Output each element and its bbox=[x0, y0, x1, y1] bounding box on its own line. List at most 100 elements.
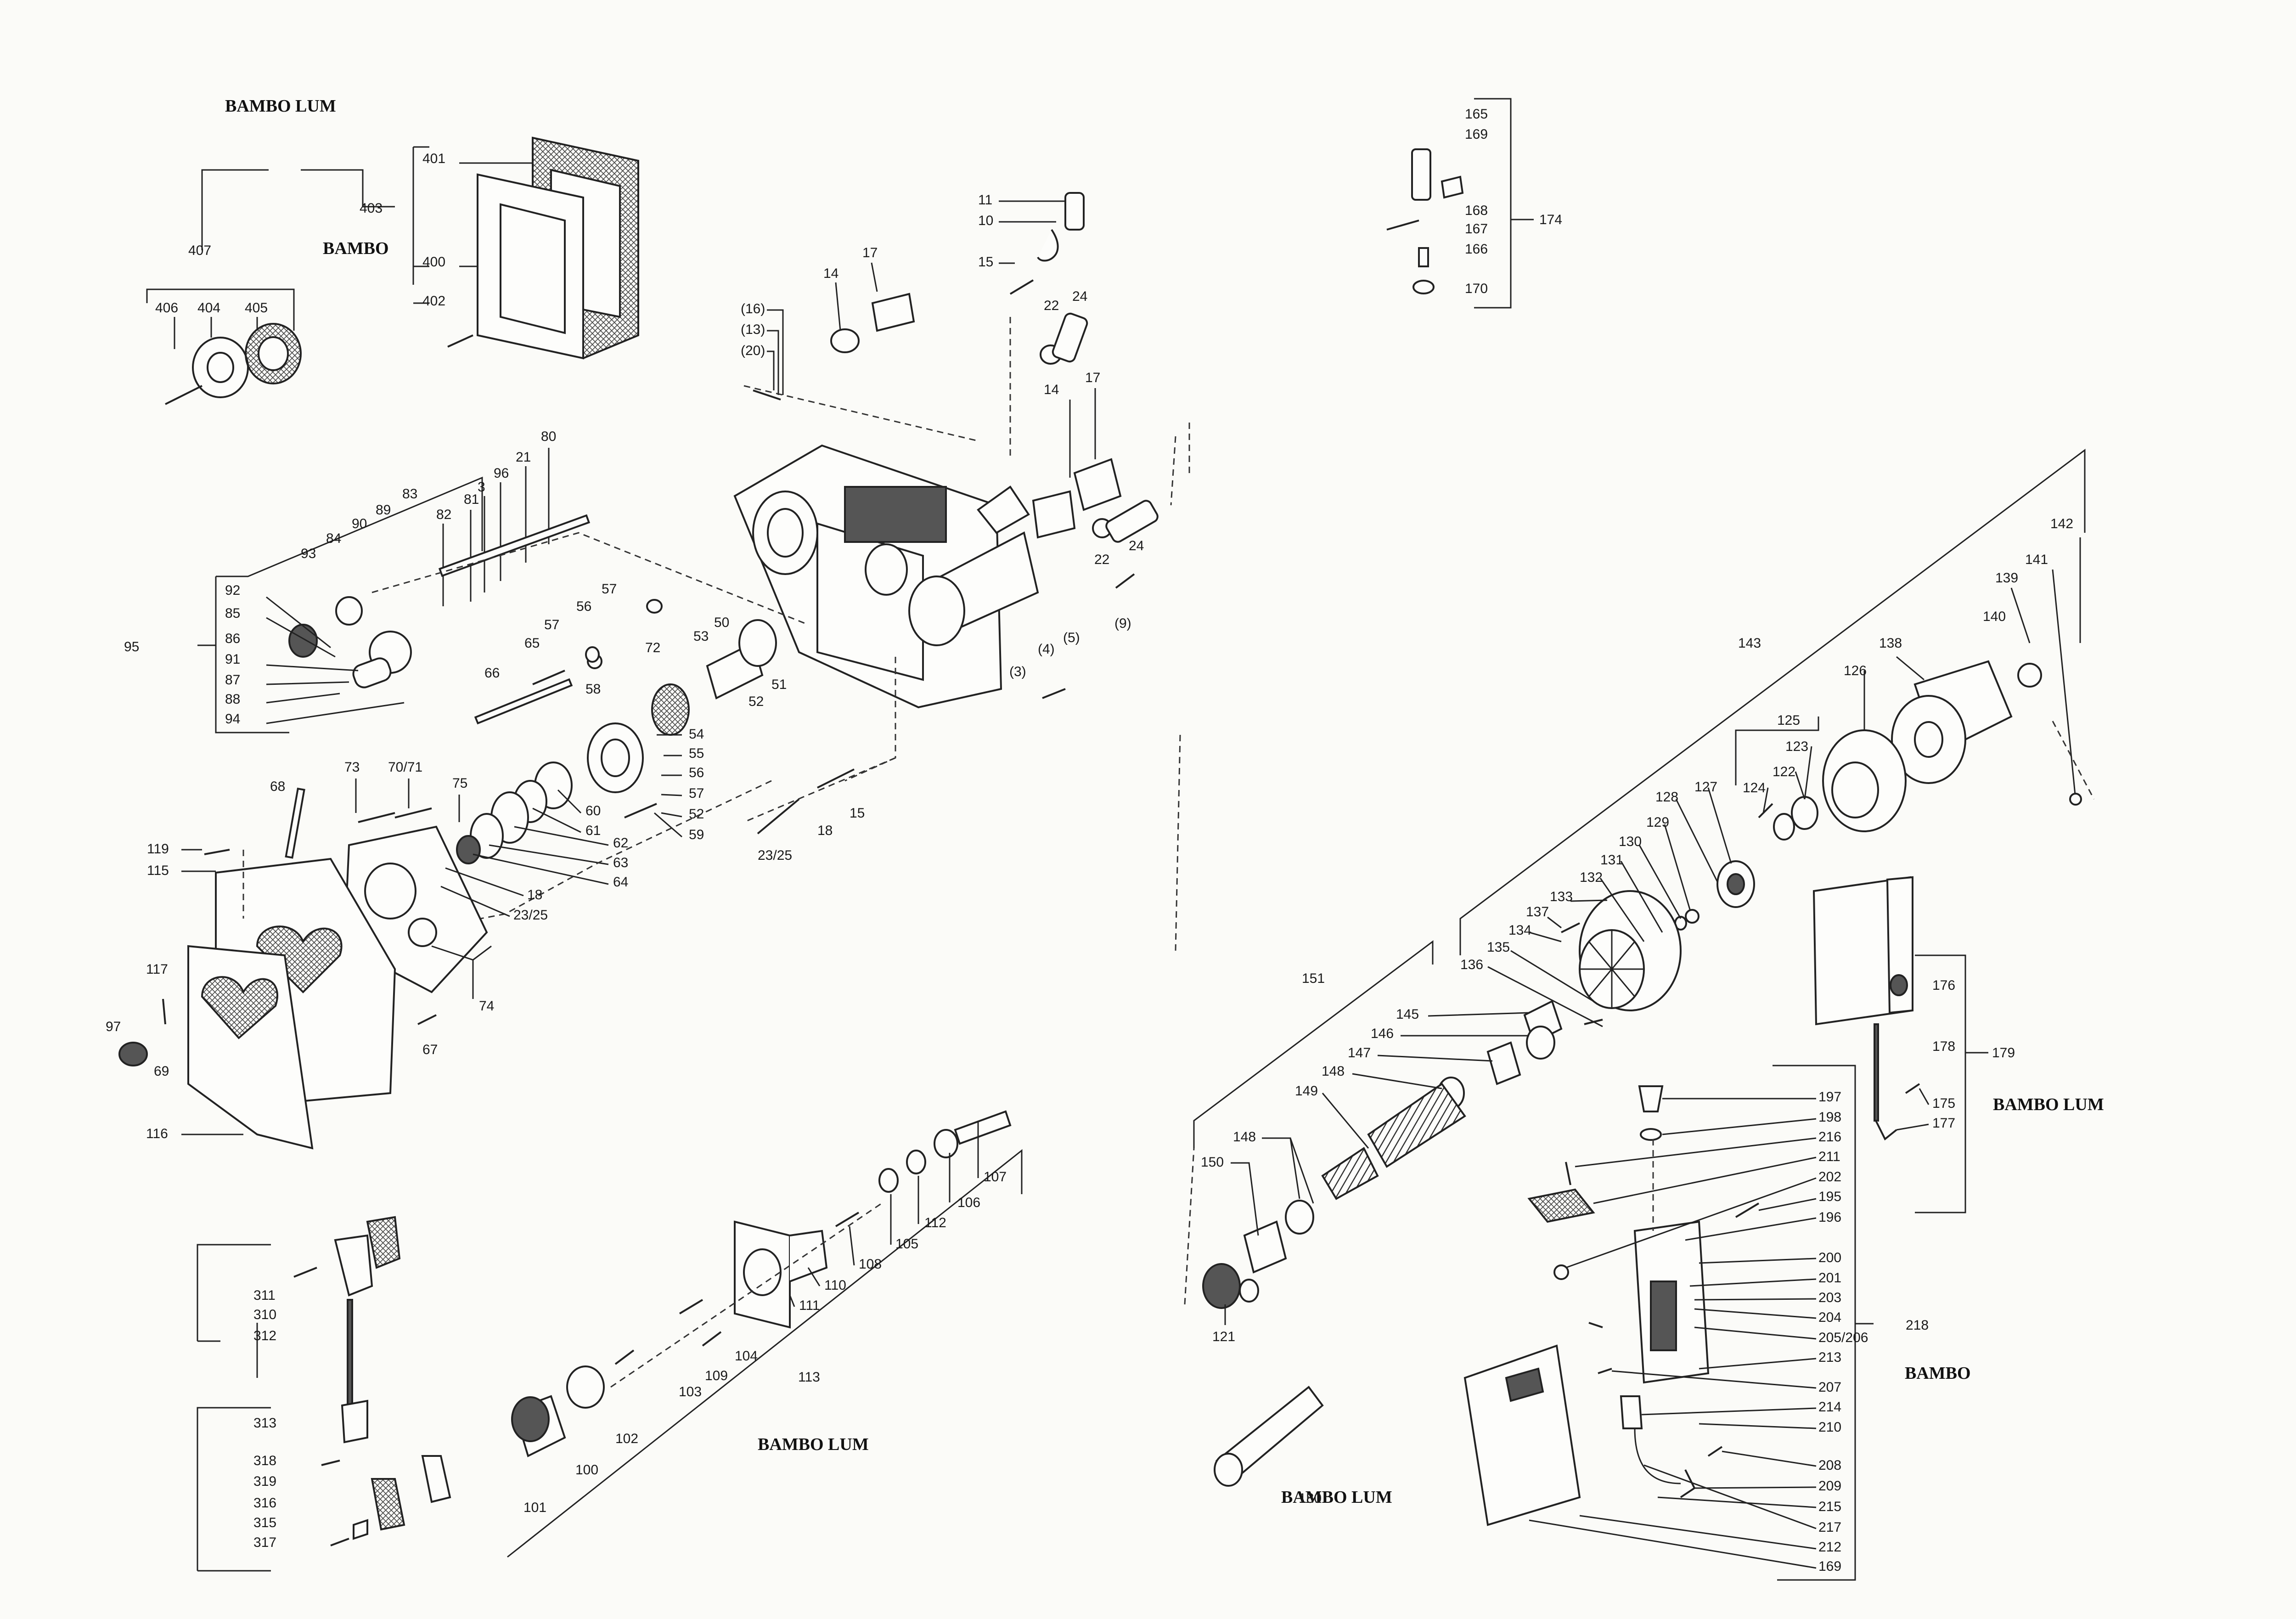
plate-310 bbox=[334, 1234, 373, 1297]
label-112: 112 bbox=[924, 1215, 946, 1230]
nut-200 bbox=[1553, 1264, 1569, 1280]
label-313: 313 bbox=[253, 1416, 276, 1431]
label-402: 402 bbox=[422, 293, 445, 309]
clip-315 bbox=[353, 1519, 368, 1540]
pipe-24b bbox=[1105, 500, 1159, 543]
piston-91 bbox=[352, 657, 392, 688]
screw-109 bbox=[702, 1331, 722, 1347]
label-116: 116 bbox=[146, 1126, 168, 1141]
label-21: 21 bbox=[516, 450, 531, 465]
seal-86 bbox=[288, 624, 318, 658]
label-311: 311 bbox=[253, 1288, 276, 1303]
label-197: 197 bbox=[1818, 1089, 1841, 1105]
label-11: 11 bbox=[978, 192, 992, 208]
label-67: 67 bbox=[422, 1042, 438, 1057]
spring-84 bbox=[335, 596, 363, 626]
label-212: 212 bbox=[1818, 1540, 1841, 1555]
label-7071: 70/71 bbox=[388, 760, 422, 775]
label-51: 51 bbox=[771, 677, 787, 692]
label-148a: 148 bbox=[1322, 1064, 1345, 1079]
label-63: 63 bbox=[613, 855, 628, 870]
group-95-cylinder: 95 92 85 86 91 87 88 94 93 84 90 89 83 8… bbox=[124, 429, 591, 733]
pipe-24a bbox=[1052, 312, 1088, 363]
label-106: 106 bbox=[957, 1195, 980, 1210]
label-81: 81 bbox=[464, 492, 479, 507]
motor-138-shaft bbox=[1914, 721, 1943, 758]
label-2325a: 23/25 bbox=[758, 848, 792, 863]
label-214: 214 bbox=[1818, 1399, 1841, 1415]
hose-10 bbox=[1037, 229, 1059, 262]
blast-tube-opening bbox=[908, 575, 965, 646]
label-404: 404 bbox=[197, 300, 220, 316]
fan-127-hub bbox=[1727, 873, 1745, 895]
inlet-fittings: (16) (13) (20) 14 17 11 10 15 22 24 14 1… bbox=[741, 192, 1190, 782]
nozzle-101-face bbox=[511, 1396, 550, 1442]
head-121-ring bbox=[1239, 1279, 1259, 1303]
electrode-rod bbox=[347, 1299, 353, 1420]
label-54: 54 bbox=[689, 727, 704, 742]
label-58: 58 bbox=[585, 682, 601, 697]
label-140: 140 bbox=[1983, 609, 2006, 624]
label-315: 315 bbox=[253, 1515, 276, 1530]
label-85: 85 bbox=[225, 606, 240, 621]
label-57c: 57 bbox=[689, 786, 704, 801]
label-53: 53 bbox=[693, 629, 709, 644]
label-165: 165 bbox=[1465, 107, 1488, 122]
label-82: 82 bbox=[436, 507, 451, 522]
label-14b: 14 bbox=[1044, 382, 1059, 397]
label-14a: 14 bbox=[823, 266, 838, 281]
screw-167 bbox=[1386, 220, 1419, 231]
screw-59 bbox=[624, 803, 657, 818]
group-electrode: 311 310 312 313 318 319 316 315 317 bbox=[197, 1216, 451, 1572]
label-96: 96 bbox=[494, 466, 509, 481]
cover-115-window bbox=[256, 925, 343, 993]
label-403: 403 bbox=[360, 201, 383, 216]
ring-64 bbox=[456, 835, 481, 864]
label-143: 143 bbox=[1738, 636, 1761, 651]
label-176: 176 bbox=[1932, 978, 1955, 993]
washer-198 bbox=[1640, 1128, 1662, 1141]
label-94: 94 bbox=[225, 711, 240, 727]
fitting-165 bbox=[1411, 148, 1431, 201]
label-24b: 24 bbox=[1129, 538, 1144, 553]
label-17a: 17 bbox=[862, 245, 878, 260]
label-150: 150 bbox=[1201, 1155, 1224, 1170]
label-59: 59 bbox=[689, 827, 704, 842]
nipple-166 bbox=[1418, 247, 1429, 267]
label-95: 95 bbox=[124, 639, 139, 654]
label-134: 134 bbox=[1508, 923, 1531, 938]
plate-screw bbox=[447, 334, 473, 348]
connector-140 bbox=[2069, 793, 2082, 806]
rod-178 bbox=[1874, 1023, 1879, 1122]
screw-102 bbox=[614, 1349, 635, 1365]
heading-control-box-group: BAMBO bbox=[1905, 1364, 1971, 1383]
clamp-313 bbox=[341, 1399, 368, 1444]
label-72: 72 bbox=[645, 640, 660, 655]
plug-50 bbox=[738, 619, 777, 667]
air-housing-opening bbox=[865, 543, 908, 596]
screw-213 bbox=[1588, 1322, 1603, 1328]
group-179-bracket: 176 178 179 175 177 bbox=[1812, 876, 2015, 1213]
group-113-nozzle: 113 107 106 112 105 108 110 111 104 109 … bbox=[507, 1110, 1023, 1558]
label-209: 209 bbox=[1818, 1478, 1841, 1494]
label-405: 405 bbox=[245, 300, 268, 316]
housing-58-bore bbox=[601, 739, 630, 777]
bearing-122 bbox=[1791, 796, 1818, 830]
group-151-blast-tube: 145 146 147 148 149 148 150 121 bbox=[1201, 1000, 1563, 1344]
label-200: 200 bbox=[1818, 1250, 1841, 1265]
label-317: 317 bbox=[253, 1535, 276, 1550]
label-179: 179 bbox=[1992, 1045, 2015, 1061]
label-138: 138 bbox=[1879, 636, 1902, 651]
label-216: 216 bbox=[1818, 1129, 1841, 1145]
label-145: 145 bbox=[1396, 1007, 1419, 1022]
label-57a: 57 bbox=[602, 581, 617, 597]
group-400-burner-gaskets: 401 400 402 bbox=[412, 136, 639, 360]
label-135: 135 bbox=[1487, 940, 1510, 955]
bellows-149 bbox=[1367, 1083, 1466, 1168]
label-175: 175 bbox=[1932, 1096, 1955, 1111]
label-132: 132 bbox=[1580, 870, 1603, 885]
label-87: 87 bbox=[225, 672, 240, 688]
bracket-knob bbox=[1890, 974, 1908, 996]
screw-207 bbox=[1598, 1368, 1612, 1374]
